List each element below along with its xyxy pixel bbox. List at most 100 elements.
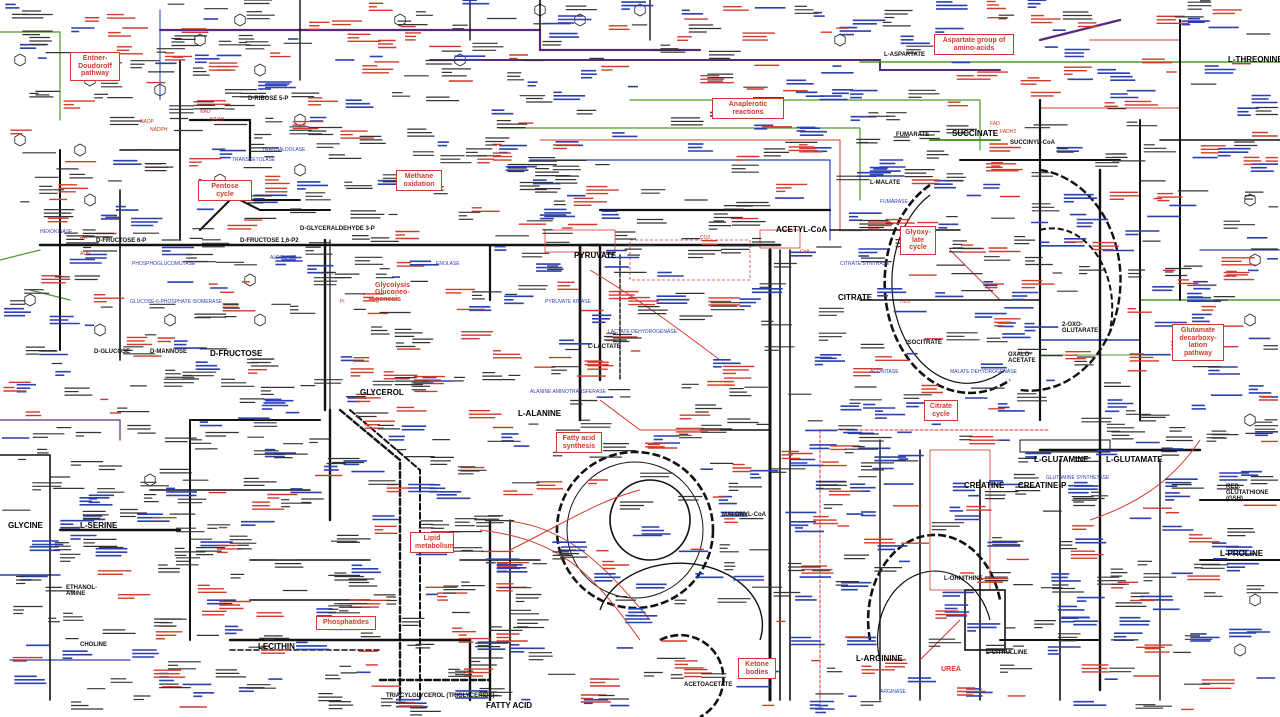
choline-label: CHOLINE xyxy=(80,642,107,648)
malonyl-coa-label: MALONYL-CoA xyxy=(722,512,766,518)
ring-structure xyxy=(254,63,266,77)
ring-structure xyxy=(394,13,406,27)
aspartate-group-box: Aspartate group of amino-acids xyxy=(934,34,1014,56)
fructose-label: D-FRUCTOSE xyxy=(210,349,263,358)
ring-structure xyxy=(194,33,206,47)
arginine-label: L-ARGININE xyxy=(856,654,903,663)
malate-label: L-MALATE xyxy=(870,180,901,186)
acetoacetate-label: ACETOACETATE xyxy=(684,682,733,688)
cofactor-label: FADH2 xyxy=(1000,129,1017,135)
enzyme-label: LACTATE DEHYDROGENASE xyxy=(608,329,677,335)
red-outlines xyxy=(544,229,1111,651)
citrate-label: CITRATE xyxy=(838,293,873,302)
ornithine-label: L-ORNITHINE xyxy=(944,576,983,582)
glyoxylate-cycle-box: Glyoxy-late cycle xyxy=(900,226,936,256)
ring-structure xyxy=(1249,253,1261,267)
alanine-label: L-ALANINE xyxy=(518,409,562,418)
enzyme-label: PHOSPHOGLUCOMUTASE xyxy=(132,261,196,267)
cofactor-label: ATP xyxy=(80,235,90,241)
glutathione-label: RED. GLUTATHIONE (GSH) xyxy=(1226,484,1269,502)
glutamate-decarboxylation-box: Glutamate decarboxy-lation pathway xyxy=(1172,324,1224,361)
lactate-label: L-LACTATE xyxy=(588,344,621,350)
lipid-metabolism-box: Lipid metabolism xyxy=(410,532,454,554)
cofactor-label: FAD xyxy=(990,121,1000,127)
glycolysis-label: Glycolysis Gluconeo-genesis xyxy=(375,282,411,303)
fatty-acid-synthesis-box: Fatty acid synthesis xyxy=(556,432,602,454)
main-pathway-lines xyxy=(0,0,1280,702)
serine-label: L-SERINE xyxy=(80,521,118,530)
methane-oxidation-box: Methane oxidation xyxy=(396,170,442,192)
ring-structure xyxy=(234,13,246,27)
ring-structure xyxy=(254,313,266,327)
cofactor-label: NADH xyxy=(210,117,225,123)
ring-structure xyxy=(834,33,846,47)
succinate-label: SUCCINATE xyxy=(952,129,999,138)
mannose-label: D-MANNOSE xyxy=(150,349,187,355)
oxoglutarate-label: 2-OXO-GLUTARATE xyxy=(1062,322,1099,334)
enzyme-label: ALDOLASE xyxy=(270,255,297,261)
glyceraldehyde-3p-label: D-GLYCERALDEHYDE 3-P xyxy=(300,226,375,232)
creatine-label: CREATINE xyxy=(964,481,1005,490)
citrulline-label: L-CITRULLINE xyxy=(986,650,1028,656)
enzyme-label: TRANSALDOLASE xyxy=(262,147,306,153)
ring-structure xyxy=(84,193,96,207)
enzyme-label: GLUTAMINE SYNTHETASE xyxy=(1046,475,1110,481)
ribose-5p-label: D-RIBOSE 5-P xyxy=(248,96,289,102)
glycerol-label: GLYCEROL xyxy=(360,388,404,397)
cofactor-label: NADPH xyxy=(150,127,168,133)
ring-structure xyxy=(294,163,306,177)
ring-structure xyxy=(1249,593,1261,607)
fructose-16p-label: D-FRUCTOSE 1,6-P2 xyxy=(240,238,299,244)
enzyme-label: GLUCOSE-6-PHOSPHATE ISOMERASE xyxy=(130,299,223,305)
glycine-label: GLYCINE xyxy=(8,521,43,530)
aspartate-label: L-ASPARTATE xyxy=(884,52,925,58)
glucose-label: D-GLUCOSE xyxy=(94,349,130,355)
cycles xyxy=(555,168,1122,717)
isocitrate-label: ISOCITRATE xyxy=(906,340,942,346)
cofactor-label: ADP xyxy=(80,251,91,257)
ring-structure xyxy=(74,143,86,157)
threonine-label: L-THREONINE xyxy=(1228,55,1280,64)
fumarate-label: FUMARATE xyxy=(896,132,930,138)
pentose-cycle-box: Pentose cycle xyxy=(198,180,252,202)
urea-label: UREA xyxy=(935,664,967,676)
cofactor-label: NAD xyxy=(200,109,211,115)
glutamate-label: L-GLUTAMATE xyxy=(1106,455,1163,464)
cofactor-label: CO2 xyxy=(700,235,711,241)
ring-structure xyxy=(1244,193,1256,207)
ring-structure xyxy=(94,323,106,337)
ring-structure xyxy=(144,473,156,487)
enzyme-label: ACONITASE xyxy=(870,369,899,375)
cofactor-label: CoA xyxy=(800,249,810,255)
fatty-acid-label: FATTY ACID xyxy=(486,701,533,710)
phosphatides-box: Phosphatides xyxy=(316,616,376,630)
enzyme-label: TRANSKETOLASE xyxy=(232,157,276,163)
enzyme-label: ALANINE AMINOTRANSFERASE xyxy=(530,389,606,395)
lecithin-label: LECITHIN xyxy=(258,642,295,651)
acetyl-coa-label: ACETYL-CoA xyxy=(776,225,828,234)
ring-structure xyxy=(24,293,36,307)
fructose-6p-label: D-FRUCTOSE 6-P xyxy=(96,238,147,244)
anaplerotic-reactions-box: Anaplerotic reactions xyxy=(712,98,784,120)
proline-label: L-PROLINE xyxy=(1220,549,1264,558)
cofactor-label: NADP xyxy=(140,119,154,125)
red-curves xyxy=(479,269,1201,661)
ring-structure xyxy=(294,113,306,127)
glutamine-label: L-GLUTAMINE xyxy=(1034,455,1089,464)
ring-structure xyxy=(14,133,26,147)
succinyl-coa-label: SUCCINYL-CoA xyxy=(1010,140,1055,146)
red-cofactor-text-blocks xyxy=(3,0,1278,711)
citrate-cycle-box: Citrate cycle xyxy=(924,400,958,422)
ring-structure xyxy=(14,53,26,67)
ethanolamine-label: ETHANOL-AMINE xyxy=(66,585,97,597)
enzyme-label: PYRUVATE KINASE xyxy=(545,299,591,305)
enzyme-label: FUMARASE xyxy=(880,199,908,205)
entner-doudoroff-box: Entner-Doudoroff pathway xyxy=(70,52,120,82)
pyruvate-label: PYRUVATE xyxy=(574,251,617,260)
ketone-bodies-box: Ketone bodies xyxy=(738,658,776,680)
